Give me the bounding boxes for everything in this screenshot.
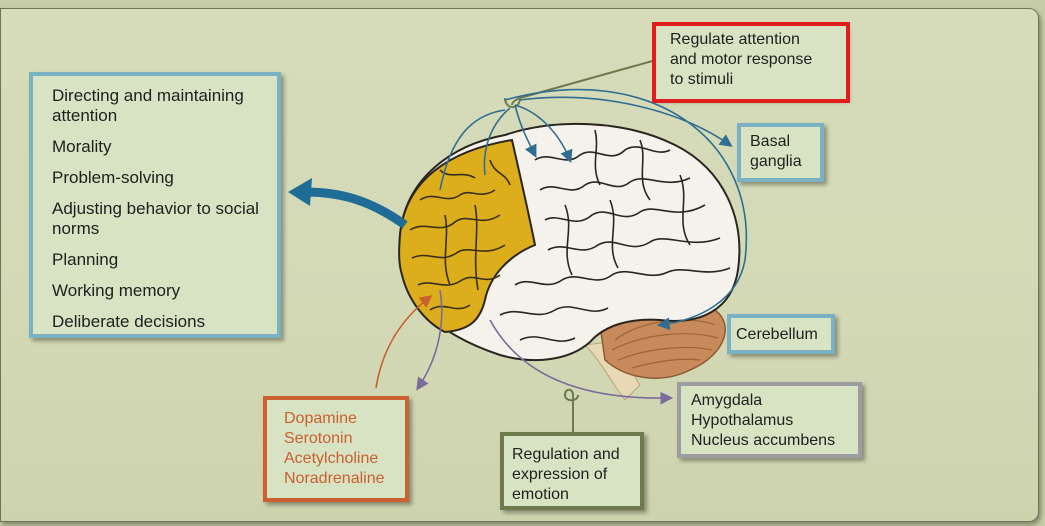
attention-regulation-box: Regulate attention and motor response to… bbox=[652, 22, 850, 103]
attention-arrows bbox=[439, 88, 748, 331]
function-item: Working memory bbox=[52, 281, 181, 300]
function-item: Deliberate decisions bbox=[52, 312, 206, 331]
attention-line: Regulate attention bbox=[670, 31, 800, 48]
limbic-line: Nucleus accumbens bbox=[691, 432, 836, 449]
function-item: Adjusting behavior to social norms bbox=[52, 199, 259, 238]
function-item: Problem-solving bbox=[52, 168, 174, 187]
function-item: Planning bbox=[52, 250, 119, 269]
limbic-structures-box: Amygdala Hypothalamus Nucleus accumbens bbox=[677, 382, 862, 458]
neurotransmitters-box: Dopamine Serotonin Acetylcholine Noradre… bbox=[263, 396, 409, 502]
basal-ganglia-line: ganglia bbox=[750, 153, 802, 170]
emotion-line: emotion bbox=[512, 486, 569, 503]
frontal-functions-box: Directing and maintaining attention Mora… bbox=[29, 72, 281, 338]
basal-ganglia-box: Basal ganglia bbox=[737, 123, 824, 182]
limbic-line: Amygdala bbox=[691, 392, 763, 409]
attention-line: to stimuli bbox=[670, 71, 734, 88]
attention-line: and motor response bbox=[670, 51, 813, 68]
functions-arrowhead bbox=[288, 178, 312, 206]
function-item: Morality bbox=[52, 137, 112, 156]
cerebellum-label: Cerebellum bbox=[736, 326, 818, 343]
neurotransmitter-item: Dopamine bbox=[284, 410, 357, 427]
emotion-connector bbox=[563, 388, 579, 432]
chemicals-orange-arrow bbox=[375, 295, 433, 389]
frontal-to-functions-arrow bbox=[304, 187, 408, 229]
basal-ganglia-line: Basal bbox=[750, 133, 791, 150]
cerebrum-gyri bbox=[499, 129, 731, 342]
limbic-line: Hypothalamus bbox=[691, 412, 794, 429]
neurotransmitter-item: Serotonin bbox=[284, 430, 353, 447]
emotion-line: expression of bbox=[512, 466, 608, 483]
chemical-purple-arrows bbox=[416, 289, 674, 405]
neurotransmitter-item: Noradrenaline bbox=[284, 470, 385, 487]
emotion-line: Regulation and bbox=[512, 446, 620, 463]
emotion-regulation-box: Regulation and expression of emotion bbox=[500, 432, 644, 510]
function-item: Directing and maintaining attention bbox=[52, 86, 244, 125]
cerebellum-box: Cerebellum bbox=[727, 314, 835, 354]
neurotransmitter-item: Acetylcholine bbox=[284, 450, 379, 467]
frontal-gyri bbox=[409, 159, 511, 311]
